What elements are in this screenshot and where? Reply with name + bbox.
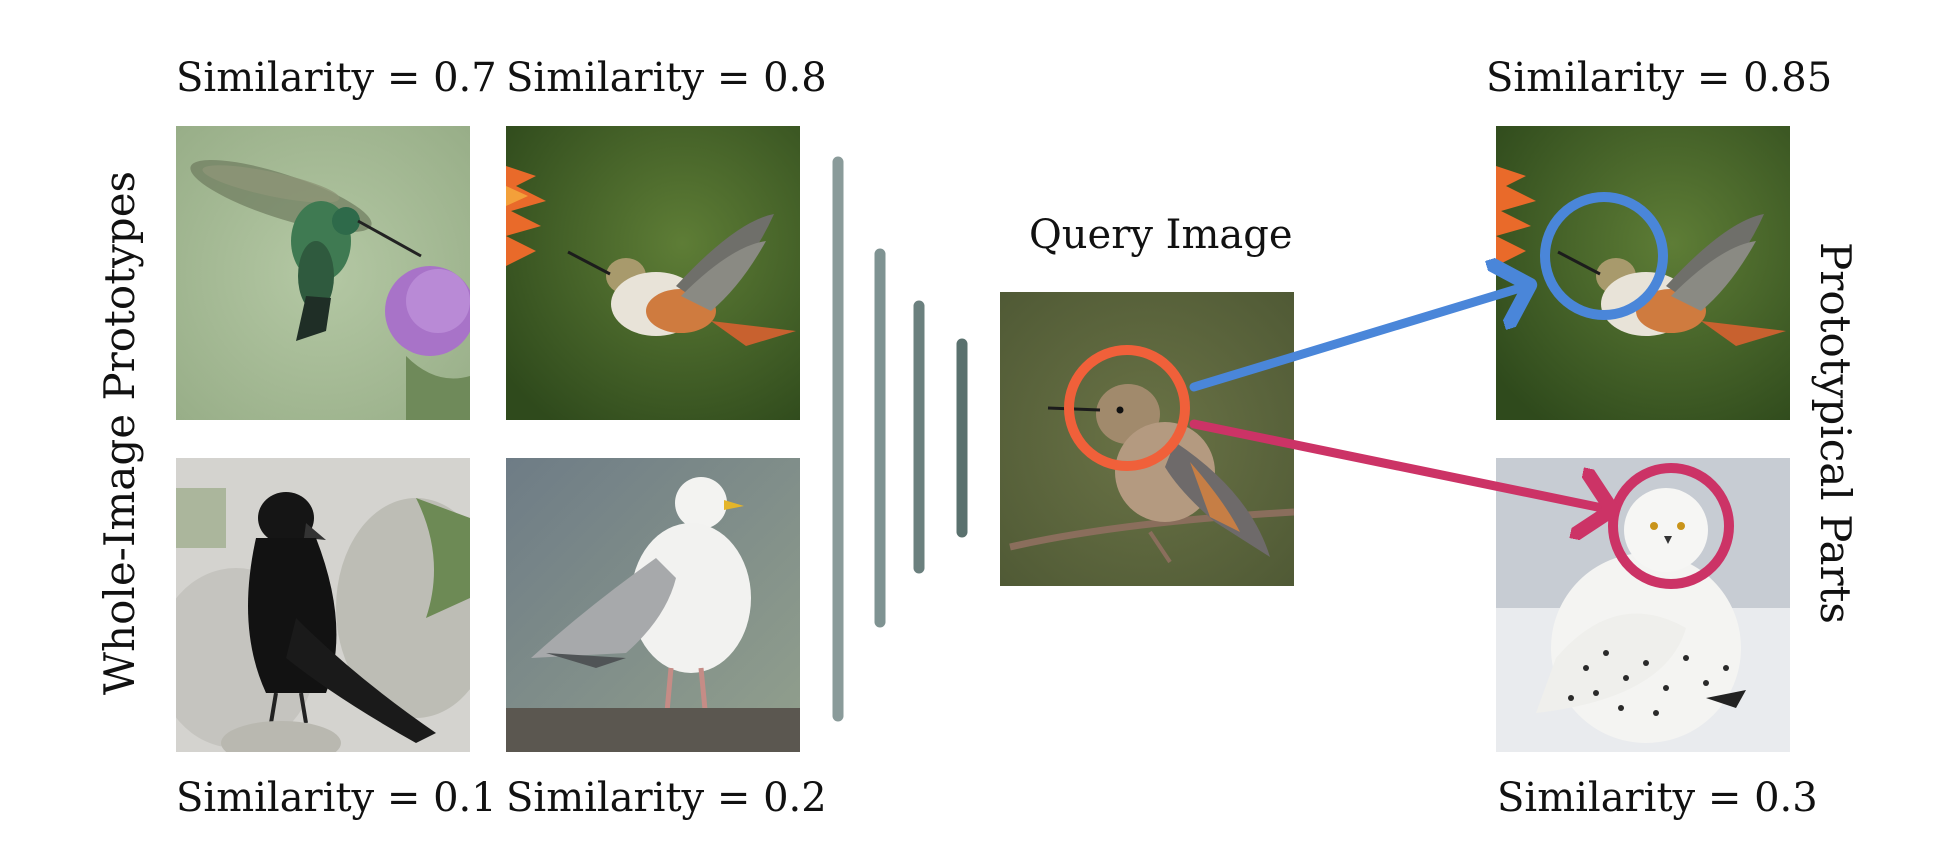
prototype-image-crow xyxy=(176,458,470,752)
similarity-label-proto-1: Similarity = 0.7 xyxy=(176,55,497,101)
part-image-hummingbird-flower xyxy=(1496,126,1790,420)
prototype-image-hummingbird-thistle xyxy=(176,126,470,420)
prototype-image-hummingbird-flower xyxy=(506,126,800,420)
similarity-label-proto-4: Similarity = 0.2 xyxy=(506,775,827,821)
query-image xyxy=(1000,292,1294,586)
similarity-label-part-1: Similarity = 0.85 xyxy=(1486,55,1833,101)
prototype-image-seagull xyxy=(506,458,800,752)
whole-image-prototypes-label: Whole-Image Prototypes xyxy=(95,170,144,696)
part-image-snowy-owl xyxy=(1496,458,1790,752)
similarity-label-part-2: Similarity = 0.3 xyxy=(1497,775,1818,821)
similarity-label-proto-2: Similarity = 0.8 xyxy=(506,55,827,101)
prototypical-parts-label: Prototypical Parts xyxy=(1811,242,1860,624)
similarity-label-proto-3: Similarity = 0.1 xyxy=(176,775,497,821)
query-image-label: Query Image xyxy=(1029,212,1293,258)
